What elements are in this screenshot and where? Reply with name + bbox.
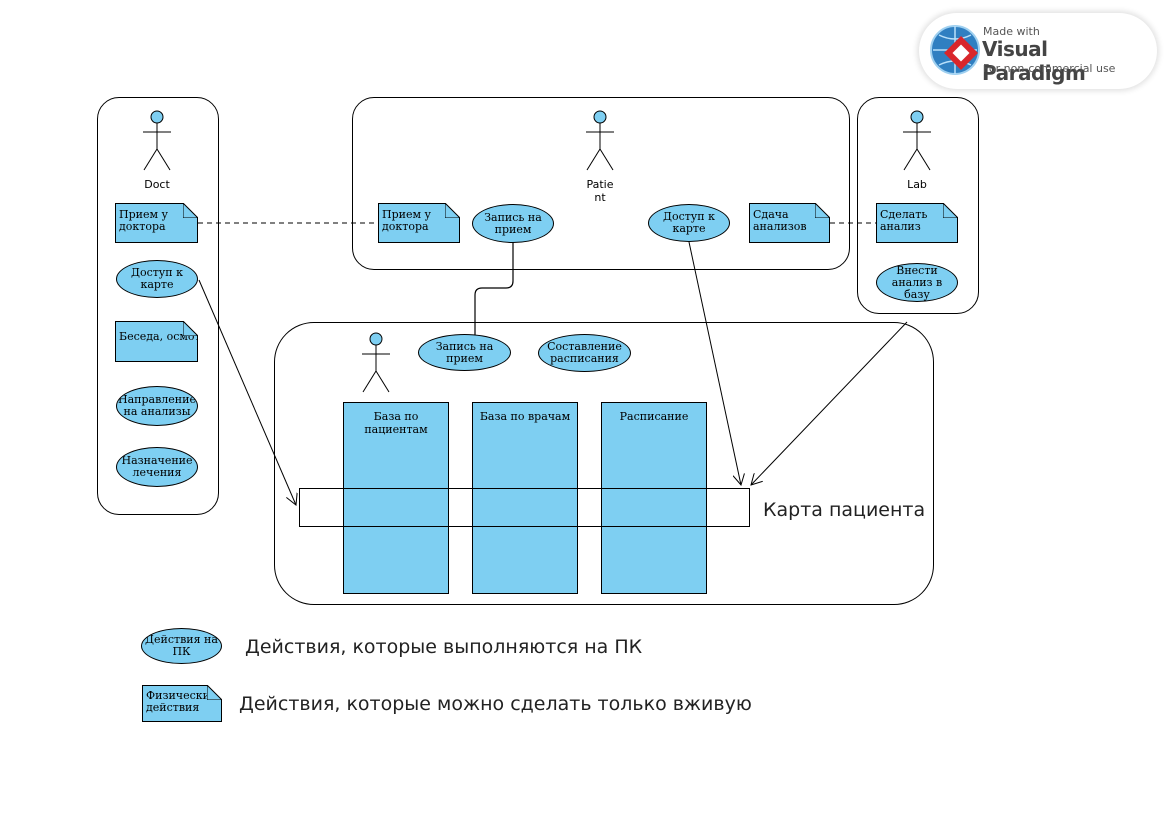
- doctor-treatment: Назначение лечения: [116, 447, 198, 487]
- doctor-note-appointment: Прием у доктора: [115, 203, 198, 243]
- lab-actor-label: Lab: [907, 178, 927, 191]
- db-patients: База по пациентам: [343, 402, 449, 594]
- doctor-panel: [97, 97, 219, 515]
- doctor-actor-icon: [143, 110, 171, 171]
- system-make-schedule: Составление расписания: [538, 334, 631, 372]
- patient-panel: [352, 97, 850, 270]
- db-doctors: База по врачам: [472, 402, 578, 594]
- system-actor-icon: [362, 332, 390, 393]
- patient-card-label: Карта пациента: [763, 499, 926, 521]
- watermark-badge: Made with Visual Paradigm For non-commer…: [919, 13, 1157, 89]
- badge-line3: For non-commercial use: [983, 62, 1116, 75]
- doctor-referral: Направление на анализы: [116, 386, 198, 426]
- lab-enter-result: Внести анализ в базу: [876, 263, 958, 302]
- legend-ellipse-sample: Действия на ПК: [141, 628, 222, 664]
- patient-note-appointment: Прием у доктора: [378, 203, 460, 243]
- visual-paradigm-logo-icon: [930, 25, 980, 75]
- link-booking: [474, 242, 514, 336]
- system-panel: [274, 322, 934, 605]
- doctor-card-access: Доступ к карте: [116, 260, 198, 298]
- system-book-appointment: Запись на прием: [418, 334, 511, 371]
- arrow-lab-card: [751, 321, 908, 485]
- doctor-actor-label: Doct: [144, 178, 170, 191]
- lab-note-do-test: Сделать анализ: [876, 203, 958, 243]
- patient-book-appointment: Запись на прием: [472, 204, 554, 243]
- patient-card-band: [299, 488, 750, 527]
- badge-line2: Visual Paradigm: [982, 37, 1086, 85]
- doctor-note-conversation: Беседа, осмотр: [115, 321, 198, 362]
- patient-note-tests: Сдача анализов: [749, 203, 830, 243]
- badge-line1: Made with: [983, 25, 1040, 38]
- legend-ellipse-caption: Действия, которые выполняются на ПК: [245, 636, 643, 658]
- legend-note-sample: Физические действия: [142, 685, 222, 722]
- lab-actor-icon: [903, 110, 931, 171]
- lab-panel: [857, 97, 979, 314]
- patient-actor-icon: [586, 110, 614, 171]
- arrow-patient-card: [688, 241, 741, 485]
- patient-actor-label: Patie nt: [586, 178, 614, 204]
- patient-card-access: Доступ к карте: [648, 204, 730, 242]
- legend-note-caption: Действия, которые можно сделать только в…: [239, 693, 752, 715]
- arrow-doctor-card: [198, 279, 296, 505]
- db-schedule: Расписание: [601, 402, 707, 594]
